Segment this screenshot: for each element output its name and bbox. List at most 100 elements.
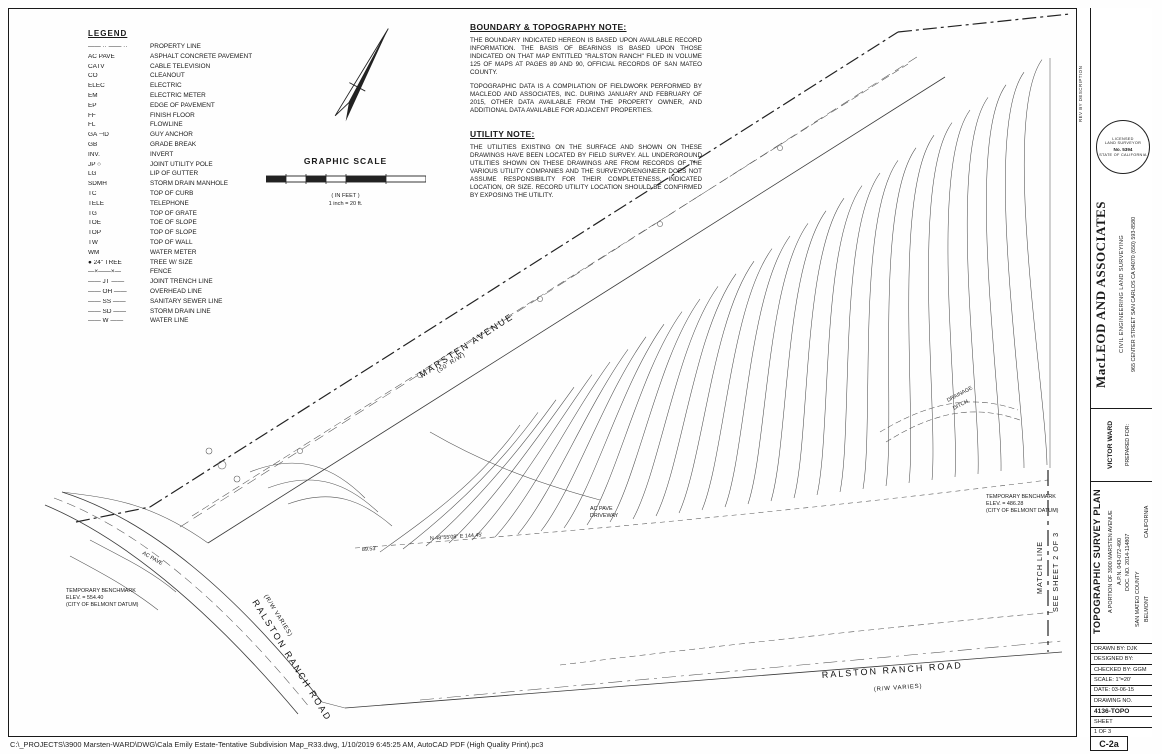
property-line <box>897 13 1071 33</box>
benchmark-note: ELEV. = 554.40 <box>66 595 103 601</box>
divider <box>1091 481 1152 482</box>
title-block: REV BY DESCRIPTION LICENSED LAND SURVEYO… <box>1076 8 1152 737</box>
contour-line <box>586 311 683 526</box>
title-block-row: DRAWING NO. <box>1091 695 1152 705</box>
title-block-row: DESIGNED BY: <box>1091 653 1152 663</box>
legend-row: JP ○JOINT UTILITY POLE <box>88 161 258 168</box>
divider <box>1091 408 1152 409</box>
contour-line <box>655 273 737 517</box>
legend-row: INV.INVERT <box>88 151 258 158</box>
firm-address: 965 CENTER STREET SAN CARLOS CA 94070 (6… <box>1131 216 1137 372</box>
property-line <box>149 31 899 508</box>
legend-label: TOP OF SLOPE <box>150 229 197 237</box>
tree-icon <box>233 475 241 483</box>
legend-label: WATER METER <box>150 248 197 256</box>
benchmark-note: (CITY OF BELMONT DATUM) <box>986 508 1059 514</box>
legend-symbol: —— ·· —— ·· <box>88 44 128 50</box>
contour-line <box>928 122 953 481</box>
legend-row: —— JT ——JOINT TRENCH LINE <box>88 278 258 285</box>
match-line-label: MATCH LINE <box>1035 541 1044 594</box>
legend-symbol: GA ⊣D <box>88 132 109 139</box>
street-label-ralston-sw: RALSTON RANCH ROAD <box>250 598 333 723</box>
contour-line <box>609 298 701 523</box>
ac-pave-label: AC PAVE <box>141 551 164 568</box>
sheet-subtitle: A PORTION OF 3900 MARSTEN AVENUE <box>1108 510 1114 614</box>
contour-line <box>986 84 1007 472</box>
contour-line <box>494 361 611 538</box>
title-block-row: SHEET <box>1091 716 1152 726</box>
legend-label: ELECTRIC <box>150 82 182 90</box>
legend-label: FLOWLINE <box>150 121 183 129</box>
legend-symbol: —×——×— <box>88 269 122 276</box>
legend-symbol: INV. <box>88 151 100 158</box>
title-block-row: 4136-TOPO <box>1091 705 1152 716</box>
road-centerline <box>53 497 311 709</box>
notes: BOUNDARY & TOPOGRAPHY NOTE: THE BOUNDARY… <box>470 22 702 215</box>
property-line <box>75 506 151 523</box>
legend-symbol: TELE <box>88 200 104 207</box>
road-edge <box>344 651 1063 709</box>
driveway-line <box>89 539 177 593</box>
stamp-license-number: No. 5394 <box>1113 146 1133 152</box>
sheet-code-badge: C-2a <box>1090 736 1128 751</box>
contour-line <box>448 387 575 544</box>
road-edge <box>44 504 299 715</box>
tree-symbols <box>205 447 241 483</box>
road-centerline <box>419 640 1063 701</box>
county-label: SAN MATEO COUNTY <box>1135 571 1141 627</box>
benchmark-note: TEMPORARY BENCHMARK <box>66 588 136 594</box>
distance-label: 89.53' <box>362 546 377 553</box>
benchmark-note: (CITY OF BELMONT DATUM) <box>66 602 139 608</box>
legend-symbol: TW <box>88 239 98 246</box>
legend-label: ELECTRIC METER <box>150 91 206 99</box>
contour-line <box>885 147 917 487</box>
legend-label: TOE OF SLOPE <box>150 219 197 227</box>
legend-row: —— W —— WATER LINE <box>88 317 258 325</box>
legend-symbol: ELEC <box>88 83 105 90</box>
legend-label: WATER LINE <box>150 317 189 325</box>
utility-pole-icon <box>777 145 783 151</box>
utility-pole-icon <box>297 448 303 454</box>
scale-bar <box>265 174 426 184</box>
legend-label: STORM DRAIN MANHOLE <box>150 180 228 188</box>
legend-label: PROPERTY LINE <box>150 43 201 50</box>
scale-ratio: 1 inch = 20 ft. <box>328 200 363 207</box>
contour-line <box>540 336 647 532</box>
contour-line <box>839 172 881 493</box>
title-block-row: 1 OF 3 <box>1091 726 1152 737</box>
contour-line <box>770 210 827 502</box>
legend-symbol: GB <box>88 141 98 148</box>
revision-table-header: REV BY DESCRIPTION <box>1078 65 1083 122</box>
city-label: BELMONT <box>1144 595 1150 623</box>
legend-label: OVERHEAD LINE <box>150 287 202 295</box>
property-line-group <box>75 13 1071 523</box>
benchmark-note: ELEV. = 486.28 <box>986 501 1023 507</box>
legend-label: TOP OF CURB <box>150 189 194 197</box>
legend-symbol: EP <box>88 102 97 109</box>
road-edge <box>321 701 346 709</box>
contour-line <box>701 248 773 511</box>
contour-line <box>1005 72 1025 469</box>
street-label-marsten: MARSTEN AVENUE <box>417 311 515 379</box>
graphic-scale: GRAPHIC SCALE ( IN FEET ) 1 inch = 20 ft… <box>258 156 433 209</box>
legend-row: EP EDGE OF PAVEMENT <box>88 101 258 109</box>
legend-label: EDGE OF PAVEMENT <box>150 101 215 109</box>
legend-label: GUY ANCHOR <box>150 131 193 139</box>
legend-label: CABLE TELEVISION <box>150 62 211 70</box>
map-labels: MARSTEN AVENUE (50' R/W) RALSTON RANCH R… <box>66 311 1060 723</box>
legend-symbol: —— W —— <box>88 318 124 325</box>
legend-row: ELEC ELECTRIC <box>88 82 258 90</box>
street-label-ralston-bottom: RALSTON RANCH ROAD <box>821 660 963 680</box>
legend-symbol: TG <box>88 210 97 217</box>
